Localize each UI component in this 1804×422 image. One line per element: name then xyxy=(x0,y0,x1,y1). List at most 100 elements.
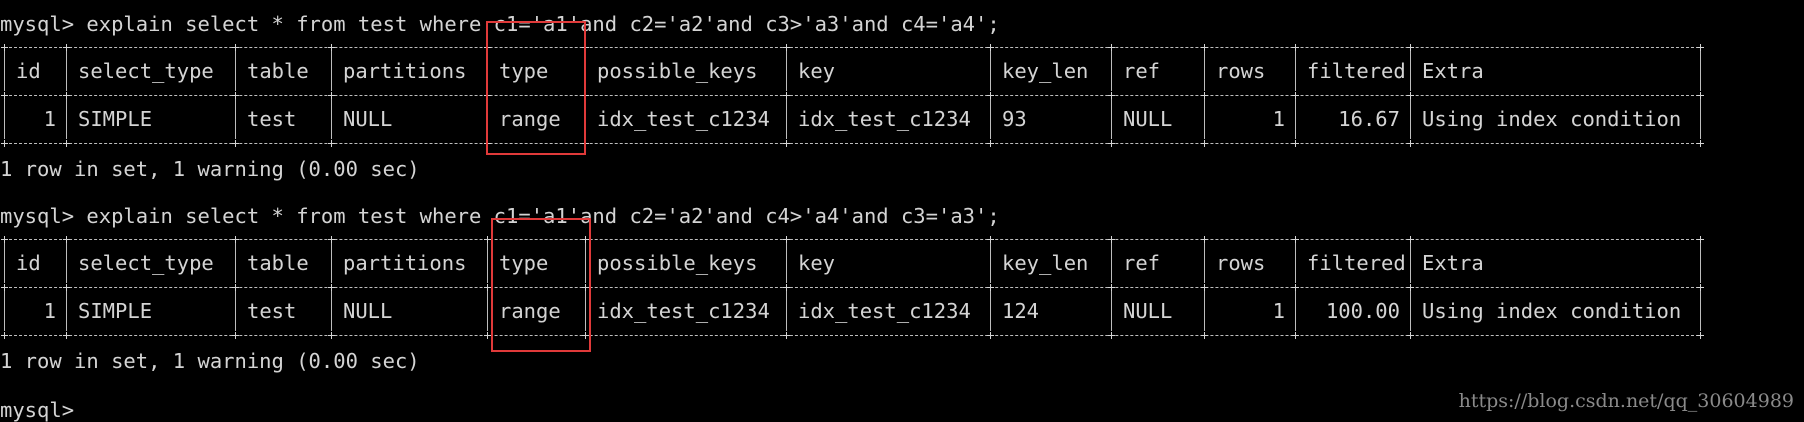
table-corner-joint xyxy=(1108,236,1115,243)
table-column-divider xyxy=(786,99,787,139)
table-column-divider xyxy=(1295,291,1296,331)
table-column-divider xyxy=(1295,51,1296,91)
table-corner-joint xyxy=(484,332,491,339)
table-corner-joint xyxy=(232,92,239,99)
table-corner-joint xyxy=(1697,44,1704,51)
table-cell-id: 1 xyxy=(43,107,56,131)
table-corner-joint xyxy=(987,236,994,243)
table-cell-partitions: NULL xyxy=(343,107,393,131)
command-line[interactable]: mysql> explain select * from test where … xyxy=(0,204,1000,228)
table-corner-joint xyxy=(1292,44,1299,51)
table-corner-joint xyxy=(1292,284,1299,291)
table-corner-joint xyxy=(1697,284,1704,291)
table-corner-joint xyxy=(1697,332,1704,339)
table-column-divider xyxy=(1410,243,1411,283)
table-cell-possible-keys: idx_test_c1234 xyxy=(597,107,770,131)
column-header-id: id xyxy=(16,59,41,83)
column-header-type: type xyxy=(499,59,549,83)
table-corner-joint xyxy=(1108,332,1115,339)
table-column-divider xyxy=(786,291,787,331)
column-header-select-type: select_type xyxy=(78,251,214,275)
table-corner-joint xyxy=(1,236,8,243)
table-cell-rows: 1 xyxy=(1272,107,1285,131)
table-corner-joint xyxy=(783,140,790,147)
table-cell-id: 1 xyxy=(43,299,56,323)
table-column-divider xyxy=(487,243,488,283)
table-column-divider xyxy=(1204,99,1205,139)
table-corner-joint xyxy=(1,140,8,147)
table-corner-joint xyxy=(1108,92,1115,99)
column-header-partitions: partitions xyxy=(343,251,467,275)
table-corner-joint xyxy=(328,284,335,291)
table-column-divider xyxy=(66,291,67,331)
table-corner-joint xyxy=(987,284,994,291)
table-border-line xyxy=(4,95,1704,96)
table-corner-joint xyxy=(1697,140,1704,147)
table-column-divider xyxy=(66,51,67,91)
table-column-divider xyxy=(331,243,332,283)
table-corner-joint xyxy=(783,284,790,291)
table-column-divider xyxy=(1700,51,1701,91)
column-header-ref: ref xyxy=(1123,59,1161,83)
column-header-key: key xyxy=(798,251,836,275)
table-column-divider xyxy=(331,51,332,91)
command-line[interactable]: mysql> explain select * from test where … xyxy=(0,12,1000,36)
table-corner-joint xyxy=(1292,92,1299,99)
table-corner-joint xyxy=(1201,236,1208,243)
table-border-line xyxy=(4,287,1704,288)
table-corner-joint xyxy=(328,44,335,51)
table-corner-joint xyxy=(232,236,239,243)
table-corner-joint xyxy=(1292,236,1299,243)
table-column-divider xyxy=(1295,99,1296,139)
table-column-divider xyxy=(331,99,332,139)
table-corner-joint xyxy=(232,44,239,51)
table-column-divider xyxy=(585,243,586,283)
table-column-divider xyxy=(990,99,991,139)
column-header-possible-keys: possible_keys xyxy=(597,59,758,83)
table-cell-select-type: SIMPLE xyxy=(78,299,153,323)
result-summary: 1 row in set, 1 warning (0.00 sec) xyxy=(0,349,420,373)
column-header-key-len: key_len xyxy=(1002,59,1089,83)
table-cell-extra: Using index condition xyxy=(1422,107,1682,131)
table-corner-joint xyxy=(1407,332,1414,339)
column-header-select-type: select_type xyxy=(78,59,214,83)
table-column-divider xyxy=(786,51,787,91)
table-corner-joint xyxy=(987,332,994,339)
table-corner-joint xyxy=(1,284,8,291)
type-column-highlight xyxy=(491,218,591,352)
table-border-line xyxy=(4,47,1704,48)
table-column-divider xyxy=(235,291,236,331)
table-corner-joint xyxy=(783,92,790,99)
table-column-divider xyxy=(1410,291,1411,331)
table-corner-joint xyxy=(987,92,994,99)
final-prompt[interactable]: mysql> xyxy=(0,398,75,422)
table-column-divider xyxy=(990,291,991,331)
table-column-divider xyxy=(487,291,488,331)
table-corner-joint xyxy=(484,284,491,291)
column-header-rows: rows xyxy=(1216,59,1266,83)
table-column-divider xyxy=(66,243,67,283)
table-column-divider xyxy=(4,243,5,283)
table-corner-joint xyxy=(1,92,8,99)
table-column-divider xyxy=(990,243,991,283)
table-column-divider xyxy=(1204,291,1205,331)
column-header-table: table xyxy=(247,59,309,83)
table-column-divider xyxy=(585,291,586,331)
table-corner-joint xyxy=(1108,140,1115,147)
table-corner-joint xyxy=(328,140,335,147)
table-column-divider xyxy=(990,51,991,91)
table-corner-joint xyxy=(1407,236,1414,243)
table-corner-joint xyxy=(1201,92,1208,99)
table-corner-joint xyxy=(328,332,335,339)
table-corner-joint xyxy=(328,92,335,99)
column-header-type: type xyxy=(499,251,549,275)
table-corner-joint xyxy=(63,140,70,147)
column-header-key: key xyxy=(798,59,836,83)
table-corner-joint xyxy=(63,332,70,339)
table-cell-table: test xyxy=(247,299,297,323)
table-cell-filtered: 16.67 xyxy=(1338,107,1400,131)
table-column-divider xyxy=(786,243,787,283)
table-cell-key: idx_test_c1234 xyxy=(798,299,971,323)
table-column-divider xyxy=(1410,51,1411,91)
